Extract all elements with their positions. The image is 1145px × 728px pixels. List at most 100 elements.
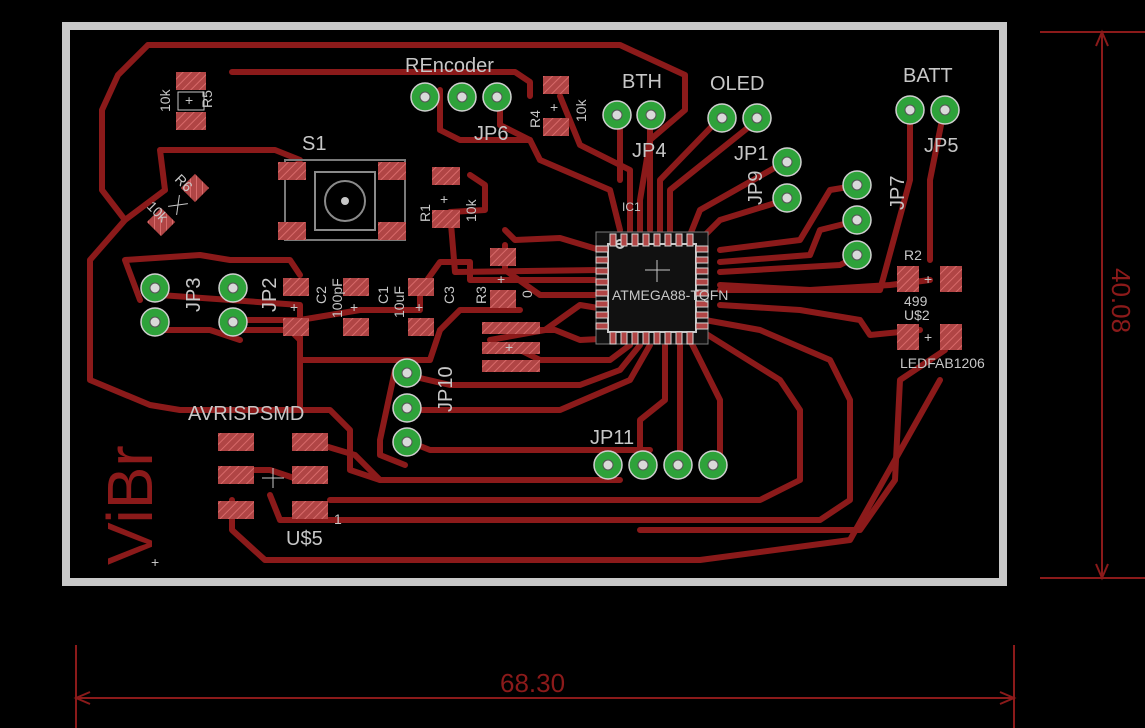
header-jp7: [842, 170, 872, 270]
label-r5: R5: [199, 90, 215, 108]
header-jp11: [593, 450, 728, 480]
label-s1: S1: [302, 133, 326, 155]
svg-text:+: +: [924, 271, 932, 287]
ic-pin-pad: [695, 256, 709, 264]
label-r1-value: 10k: [463, 198, 479, 222]
dimension-width-label: 68.30: [500, 668, 565, 698]
ic-pin-pad: [686, 233, 694, 247]
ic-pin-pad: [595, 245, 609, 253]
header-jp10: [392, 358, 422, 457]
label-rencoder: REncoder: [405, 55, 494, 77]
dimension-height: [1040, 29, 1145, 581]
capacitor-c3: +: [408, 278, 434, 336]
label-u2: U$2: [904, 307, 930, 323]
svg-text:+: +: [440, 191, 448, 207]
ic-pin-pad: [609, 331, 617, 345]
label-r4: R4: [527, 110, 543, 128]
resistor-r4: +: [543, 76, 569, 136]
header-rencoder: [410, 82, 512, 112]
dimension-height-label: 40.08: [1106, 268, 1136, 333]
label-ic1: IC1: [622, 200, 641, 214]
ic-pin-pad: [653, 331, 661, 345]
label-jp11: JP11: [590, 427, 634, 449]
ic-pin-pad: [695, 267, 709, 275]
svg-text:+: +: [550, 99, 558, 115]
svg-text:+: +: [497, 271, 505, 287]
label-jp6: JP6: [474, 123, 508, 145]
resistor-r1: +: [432, 167, 460, 228]
svg-text:+: +: [185, 92, 193, 108]
ic-atmega-pins: [595, 233, 709, 345]
label-r3: R3: [473, 286, 489, 304]
ic-pin-pad: [695, 245, 709, 253]
label-r3-value: 0: [519, 290, 535, 298]
header-oled: [707, 103, 772, 133]
ic-pin-pad: [695, 311, 709, 319]
label-jp9: JP9: [745, 171, 767, 205]
ic-pin-pad: [609, 233, 617, 247]
switch-s1: [278, 159, 406, 241]
label-r4-value: 10k: [573, 98, 589, 122]
ic-pin-pad: [631, 331, 639, 345]
ic-pin-pad: [631, 233, 639, 247]
label-avrisp: AVRISPSMD: [188, 403, 304, 425]
label-r1: R1: [417, 204, 433, 222]
label-bth: BTH: [622, 71, 662, 93]
label-jp4: JP4: [632, 140, 666, 162]
ic-pin-pad: [664, 331, 672, 345]
label-c2: C2: [313, 286, 329, 304]
header-jp2: [218, 273, 248, 337]
board-outline: [62, 22, 1007, 586]
ic-pin-pad: [595, 322, 609, 330]
label-c3: C3: [441, 286, 457, 304]
label-r2: R2: [904, 247, 922, 263]
label-c1-value: 10uF: [391, 286, 407, 318]
label-batt: BATT: [903, 65, 953, 87]
dimension-width: [73, 645, 1017, 728]
label-u2-value: LEDFAB1206: [900, 355, 985, 371]
label-r5-value: 10k: [157, 88, 173, 112]
header-bth: [602, 100, 666, 130]
label-jp7: JP7: [887, 176, 909, 210]
resistor-r2: +: [897, 266, 962, 292]
ic-pin-pad: [664, 233, 672, 247]
ic-pin-pad: [695, 300, 709, 308]
ic-atmega: [595, 231, 709, 345]
header-jp3: [140, 273, 170, 337]
label-jp2: JP2: [259, 278, 281, 312]
ic-pin-pad: [695, 278, 709, 286]
ic-pin-pad: [653, 233, 661, 247]
ic-pin-pad: [695, 289, 709, 297]
label-c1: C1: [375, 286, 391, 304]
origin-marker: +: [151, 554, 159, 570]
resistor-r3: +: [490, 248, 516, 308]
label-jp10: JP10: [435, 366, 457, 412]
label-jp3: JP3: [183, 278, 205, 312]
ic-pin-pad: [595, 267, 609, 275]
label-u5-pin: 1: [334, 511, 342, 527]
label-ic1-value: ATMEGA88-TQFN: [612, 287, 728, 303]
svg-text:+: +: [924, 329, 932, 345]
ic-pin-pad: [620, 233, 628, 247]
ic-pin-pad: [695, 322, 709, 330]
ic-pin-pad: [642, 233, 650, 247]
label-u5: U$5: [286, 528, 323, 550]
svg-text:+: +: [415, 299, 423, 315]
ic-pin-pad: [595, 300, 609, 308]
ic-pin-pad: [675, 233, 683, 247]
ic-pin-pad: [595, 289, 609, 297]
label-c2-value: 100pF: [329, 278, 345, 318]
capacitor-c1: +: [343, 278, 369, 336]
ic-pin-pad: [620, 331, 628, 345]
crystal-pads: +: [482, 322, 540, 372]
header-jp9: [772, 147, 802, 213]
ic-pin-pad: [595, 311, 609, 319]
avrisp-header: [218, 433, 328, 519]
ic-pin-pad: [686, 331, 694, 345]
board-title: ViBr: [94, 445, 166, 565]
label-r2-value: 499: [904, 293, 928, 309]
ic-pin-pad: [595, 278, 609, 286]
header-batt: [895, 95, 960, 125]
label-oled: OLED: [710, 73, 764, 95]
